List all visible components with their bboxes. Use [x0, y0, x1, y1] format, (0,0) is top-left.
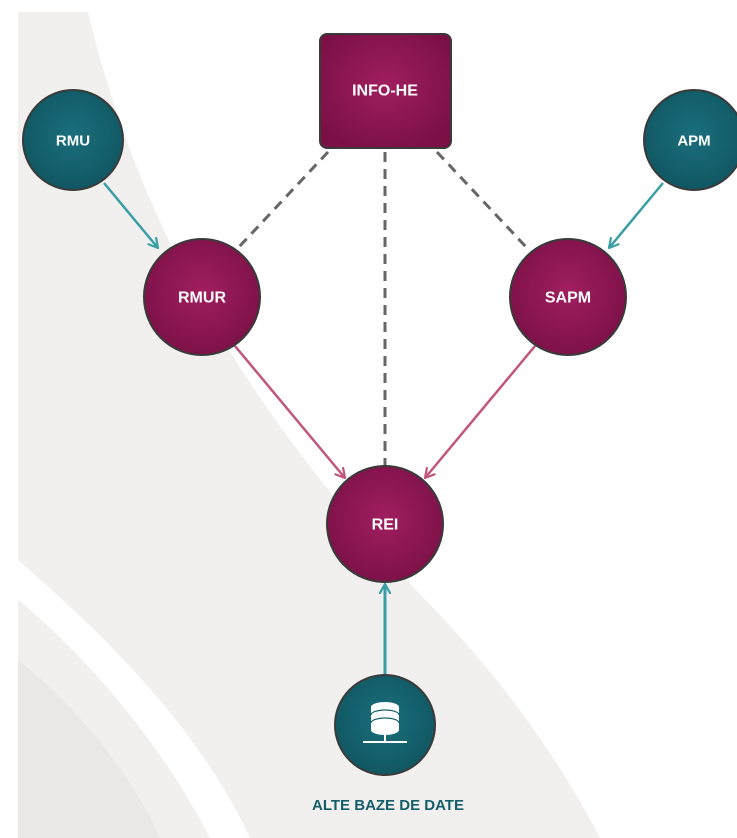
background-decoration: [18, 12, 600, 838]
node-info-he-label: INFO-HE: [352, 83, 418, 100]
node-rmu-label: RMU: [56, 133, 90, 150]
arrow-connectors: [103, 182, 664, 676]
node-rmur-label: RMUR: [178, 290, 226, 307]
node-rei[interactable]: REI: [326, 465, 444, 583]
edge-rmur-rei: [234, 345, 345, 478]
node-apm[interactable]: APM: [643, 89, 737, 191]
edge-infohe-rmur: [236, 150, 330, 250]
node-databases-caption: ALTE BAZE DE DATE: [312, 797, 464, 814]
database-server-icon: [363, 702, 407, 743]
dashed-connectors: [236, 150, 529, 466]
node-sapm-label: SAPM: [545, 290, 591, 307]
node-rmu[interactable]: RMU: [22, 89, 124, 191]
node-rei-label: REI: [372, 517, 399, 534]
edge-infohe-sapm: [435, 150, 529, 250]
edge-sapm-rei: [425, 345, 536, 478]
edge-rmu-rmur: [103, 182, 158, 248]
node-rmur[interactable]: RMUR: [143, 238, 261, 356]
node-apm-label: APM: [677, 133, 710, 150]
node-sapm[interactable]: SAPM: [509, 238, 627, 356]
node-databases[interactable]: [334, 674, 436, 776]
node-info-he[interactable]: INFO-HE: [319, 33, 452, 149]
edge-apm-sapm: [609, 182, 664, 248]
